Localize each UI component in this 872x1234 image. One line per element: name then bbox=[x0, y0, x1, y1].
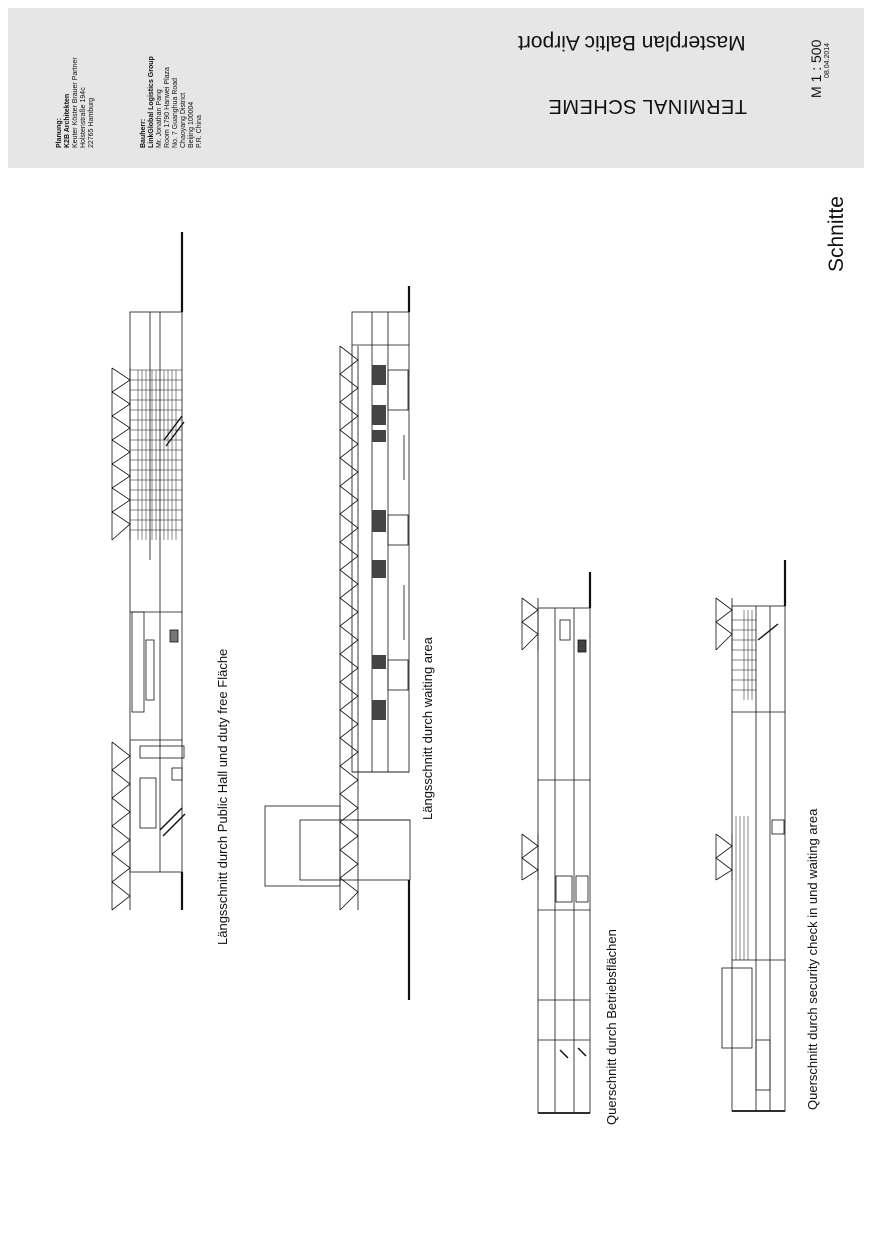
title-block bbox=[8, 8, 864, 168]
section-drawing-public-hall bbox=[111, 232, 186, 911]
seating-hatch bbox=[732, 610, 756, 960]
roof-trusses bbox=[111, 367, 131, 911]
section-drawing-security bbox=[715, 560, 787, 1112]
facade-hatch bbox=[130, 369, 182, 540]
section-drawing-operations bbox=[521, 572, 592, 1114]
seating-rows bbox=[372, 365, 386, 720]
section-drawing-waiting-area bbox=[264, 286, 411, 1000]
